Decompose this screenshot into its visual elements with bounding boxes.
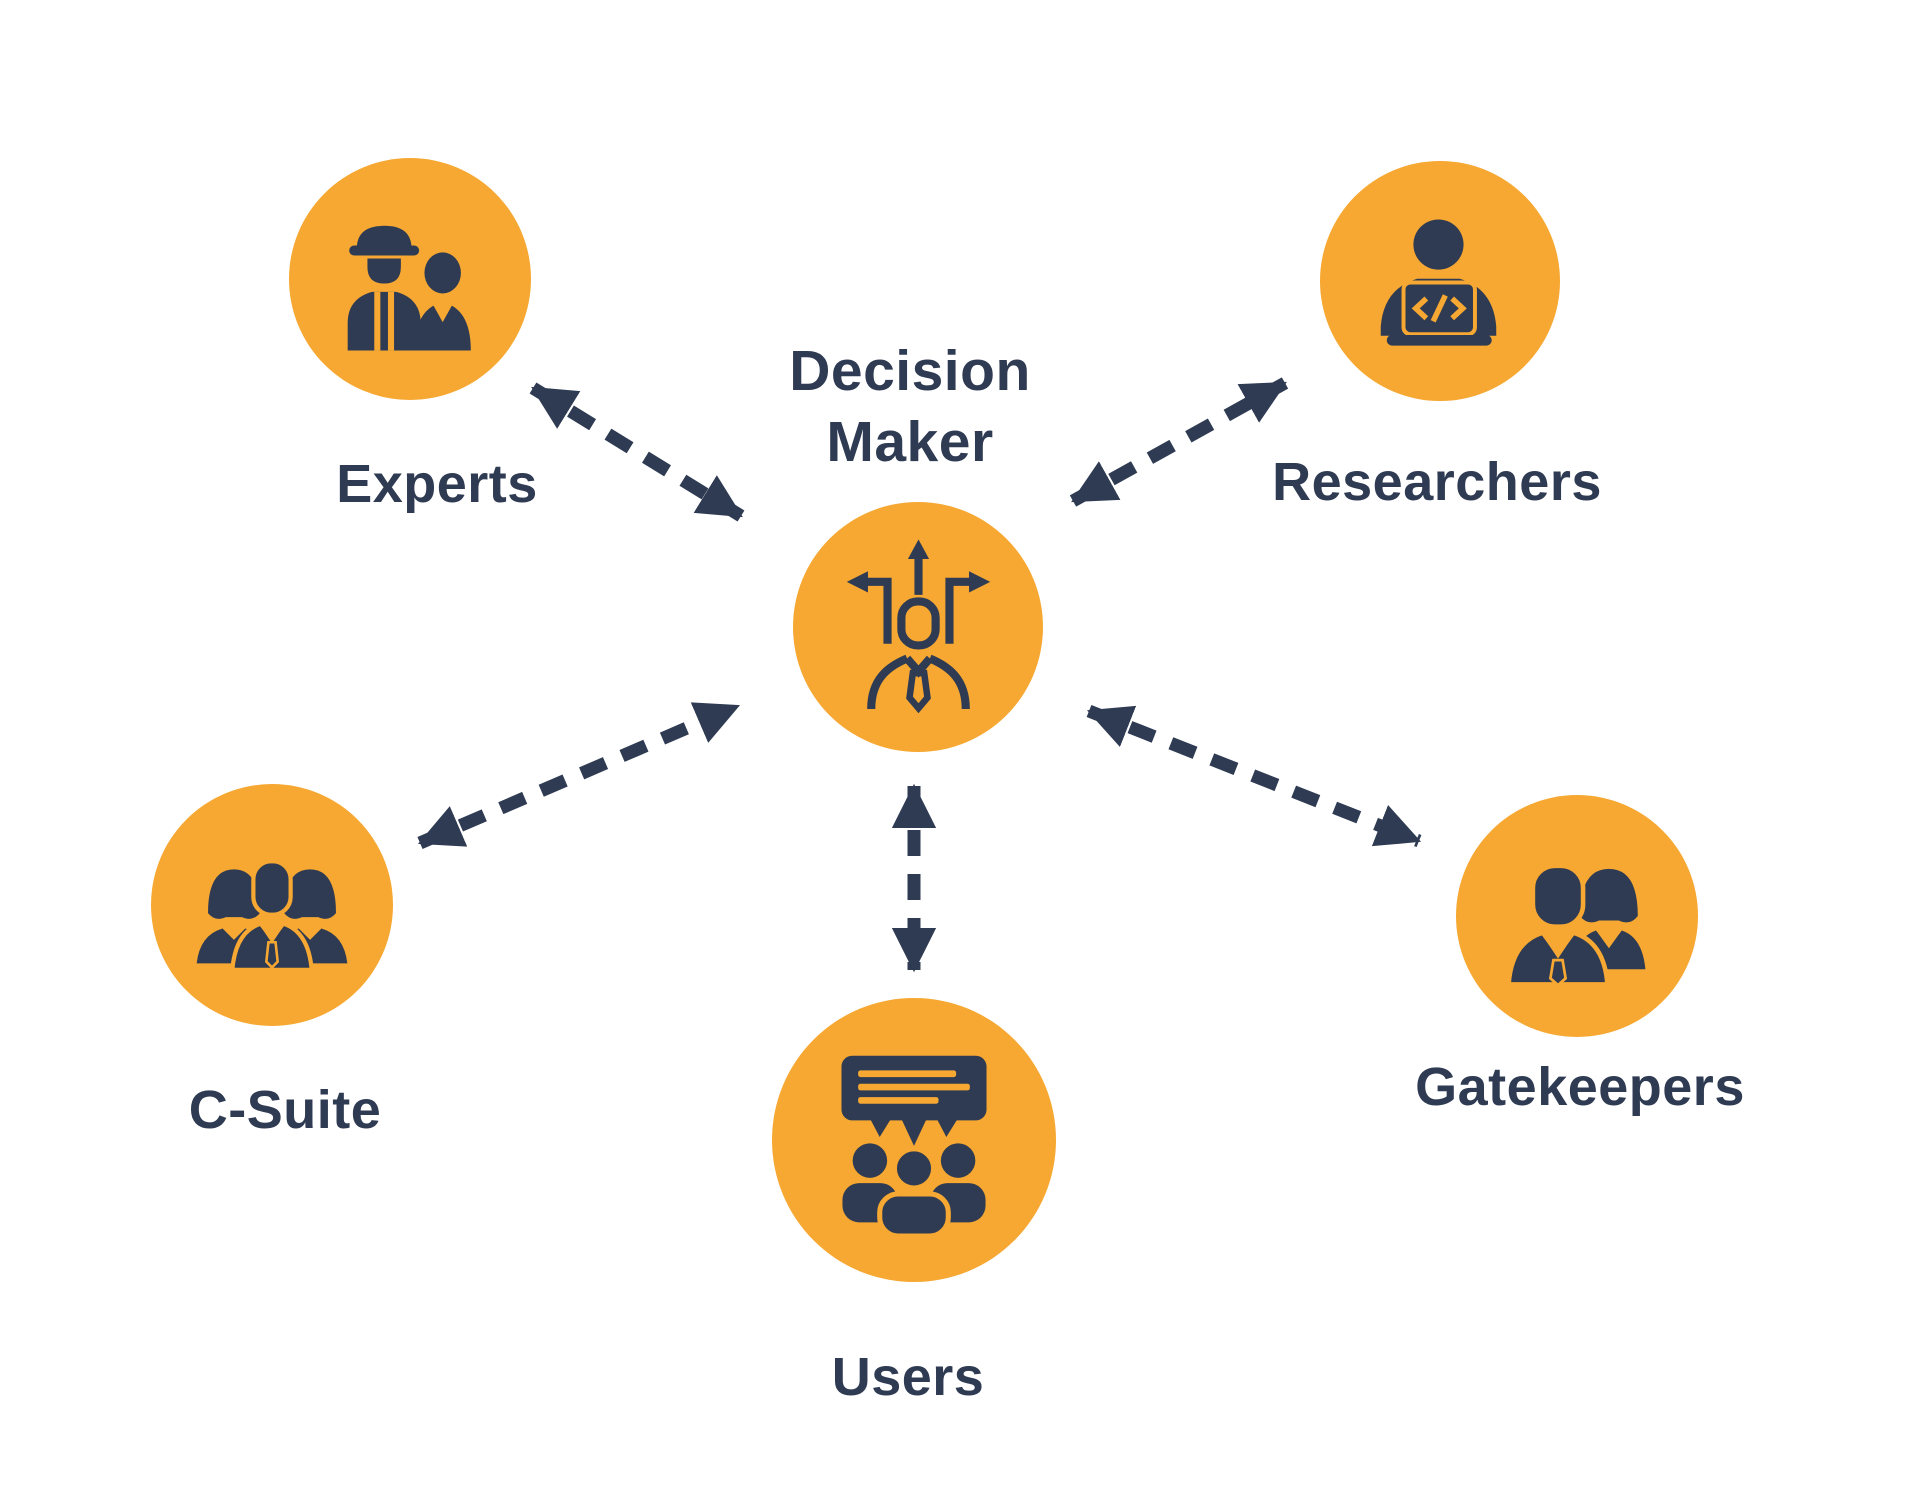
arrow-decision-maker-researchers [1069,377,1289,507]
researcher-at-laptop-code-icon [1380,219,1497,346]
c-suite-node [151,784,393,1026]
gatekeepers-node [1456,795,1698,1037]
executive-team-icon [196,859,348,972]
users-label: Users [831,1347,985,1407]
decision-maker-node [793,502,1043,752]
researchers-node [1320,161,1560,401]
gatekeepers-label: Gatekeepers [1415,1057,1745,1117]
user-group-speech-bubble-icon [841,1055,987,1238]
direction-choice-businessman-icon [846,538,990,713]
researchers-label: Researchers [1272,452,1602,512]
man-and-woman-pair-icon [1506,863,1646,988]
experts-label: Experts [336,454,538,514]
experts-node [289,158,531,400]
decision-maker-label: Decision Maker [789,339,1031,475]
arrow-decision-maker-gatekeepers [1086,704,1422,848]
c-suite-label: C-Suite [188,1080,382,1140]
arrow-experts-decision-maker [529,382,745,522]
engineer-and-businessman-icon [347,225,471,351]
arrow-c-suite-decision-maker [417,700,741,849]
users-node [772,998,1056,1282]
